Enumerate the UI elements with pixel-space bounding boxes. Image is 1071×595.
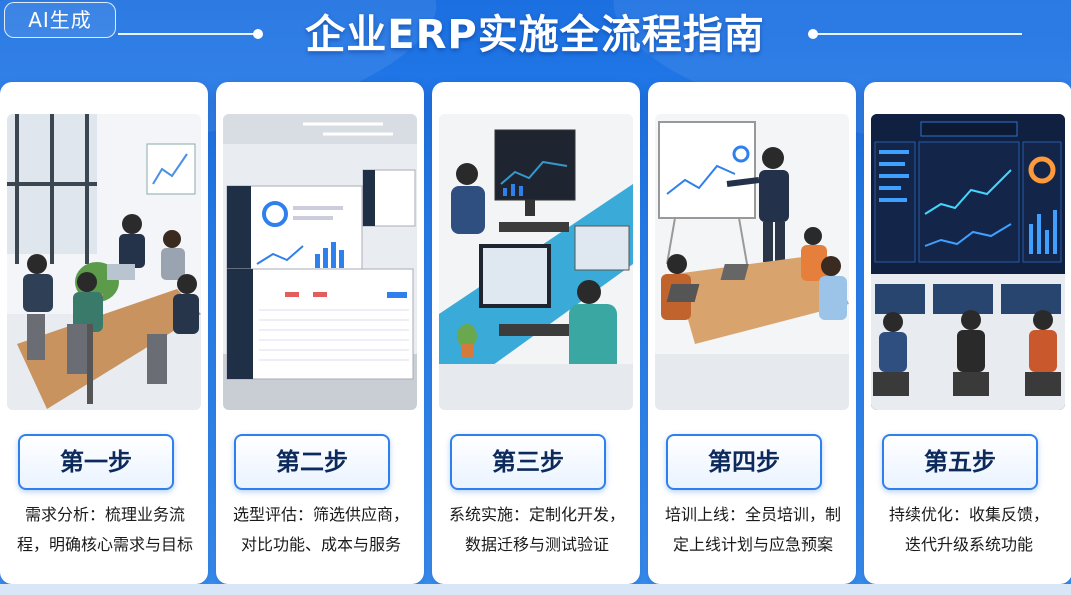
step-2-desc-line-1: 选型评估：筛选供应商， bbox=[232, 505, 409, 524]
step-5-desc-line-1: 持续优化：收集反馈， bbox=[888, 505, 1049, 524]
step-5-label: 第五步 bbox=[882, 434, 1038, 490]
page-title: 企业ERP实施全流程指南 bbox=[305, 12, 765, 58]
step-3-description: 系统实施：定制化开发， 数据迁移与测试验证 bbox=[438, 500, 636, 560]
step-card-5: 第五步 持续优化：收集反馈， 迭代升级系统功能 bbox=[864, 82, 1071, 584]
step-card-4: 第四步 培训上线：全员培训，制 定上线计划与应急预案 bbox=[648, 82, 856, 584]
step-card-2: 第二步 选型评估：筛选供应商， 对比功能、成本与服务 bbox=[216, 82, 424, 584]
title-divider-right bbox=[812, 33, 1022, 35]
step-1-description: 需求分析：梳理业务流 程，明确核心需求与目标 bbox=[6, 500, 204, 560]
title-divider-left bbox=[118, 33, 258, 35]
step-5-description: 持续优化：收集反馈， 迭代升级系统功能 bbox=[870, 500, 1068, 560]
title-dot-left bbox=[253, 29, 263, 39]
step-1-desc-line-2: 程，明确核心需求与目标 bbox=[16, 535, 193, 554]
step-4-description: 培训上线：全员培训，制 定上线计划与应急预案 bbox=[654, 500, 852, 560]
step-card-3: 第三步 系统实施：定制化开发， 数据迁移与测试验证 bbox=[432, 82, 640, 584]
step-3-label: 第三步 bbox=[450, 434, 606, 490]
step-2-desc-line-2: 对比功能、成本与服务 bbox=[240, 535, 401, 554]
step-3-desc-line-2: 数据迁移与测试验证 bbox=[464, 535, 609, 554]
step-4-desc-line-2: 定上线计划与应急预案 bbox=[672, 535, 833, 554]
step-2-description: 选型评估：筛选供应商， 对比功能、成本与服务 bbox=[222, 500, 420, 560]
monitoring-center-illustration bbox=[871, 114, 1065, 410]
ai-generated-badge: AI生成 bbox=[4, 2, 116, 38]
step-cards: 第一步 需求分析：梳理业务流 程，明确核心需求与目标 bbox=[0, 82, 1071, 584]
step-5-desc-line-2: 迭代升级系统功能 bbox=[904, 535, 1033, 554]
step-card-1: 第一步 需求分析：梳理业务流 程，明确核心需求与目标 bbox=[0, 82, 208, 584]
training-presentation-illustration bbox=[655, 114, 849, 410]
step-2-label: 第二步 bbox=[234, 434, 390, 490]
developers-at-desks-illustration bbox=[439, 114, 633, 410]
bottom-band bbox=[0, 584, 1071, 595]
step-4-label: 第四步 bbox=[666, 434, 822, 490]
step-1-desc-line-1: 需求分析：梳理业务流 bbox=[24, 505, 185, 524]
header: 企业ERP实施全流程指南 bbox=[0, 0, 1071, 72]
software-dashboards-illustration bbox=[223, 114, 417, 410]
meeting-room-illustration bbox=[7, 114, 201, 410]
step-1-label: 第一步 bbox=[18, 434, 174, 490]
step-4-desc-line-1: 培训上线：全员培训，制 bbox=[664, 505, 841, 524]
step-3-desc-line-1: 系统实施：定制化开发， bbox=[448, 505, 625, 524]
